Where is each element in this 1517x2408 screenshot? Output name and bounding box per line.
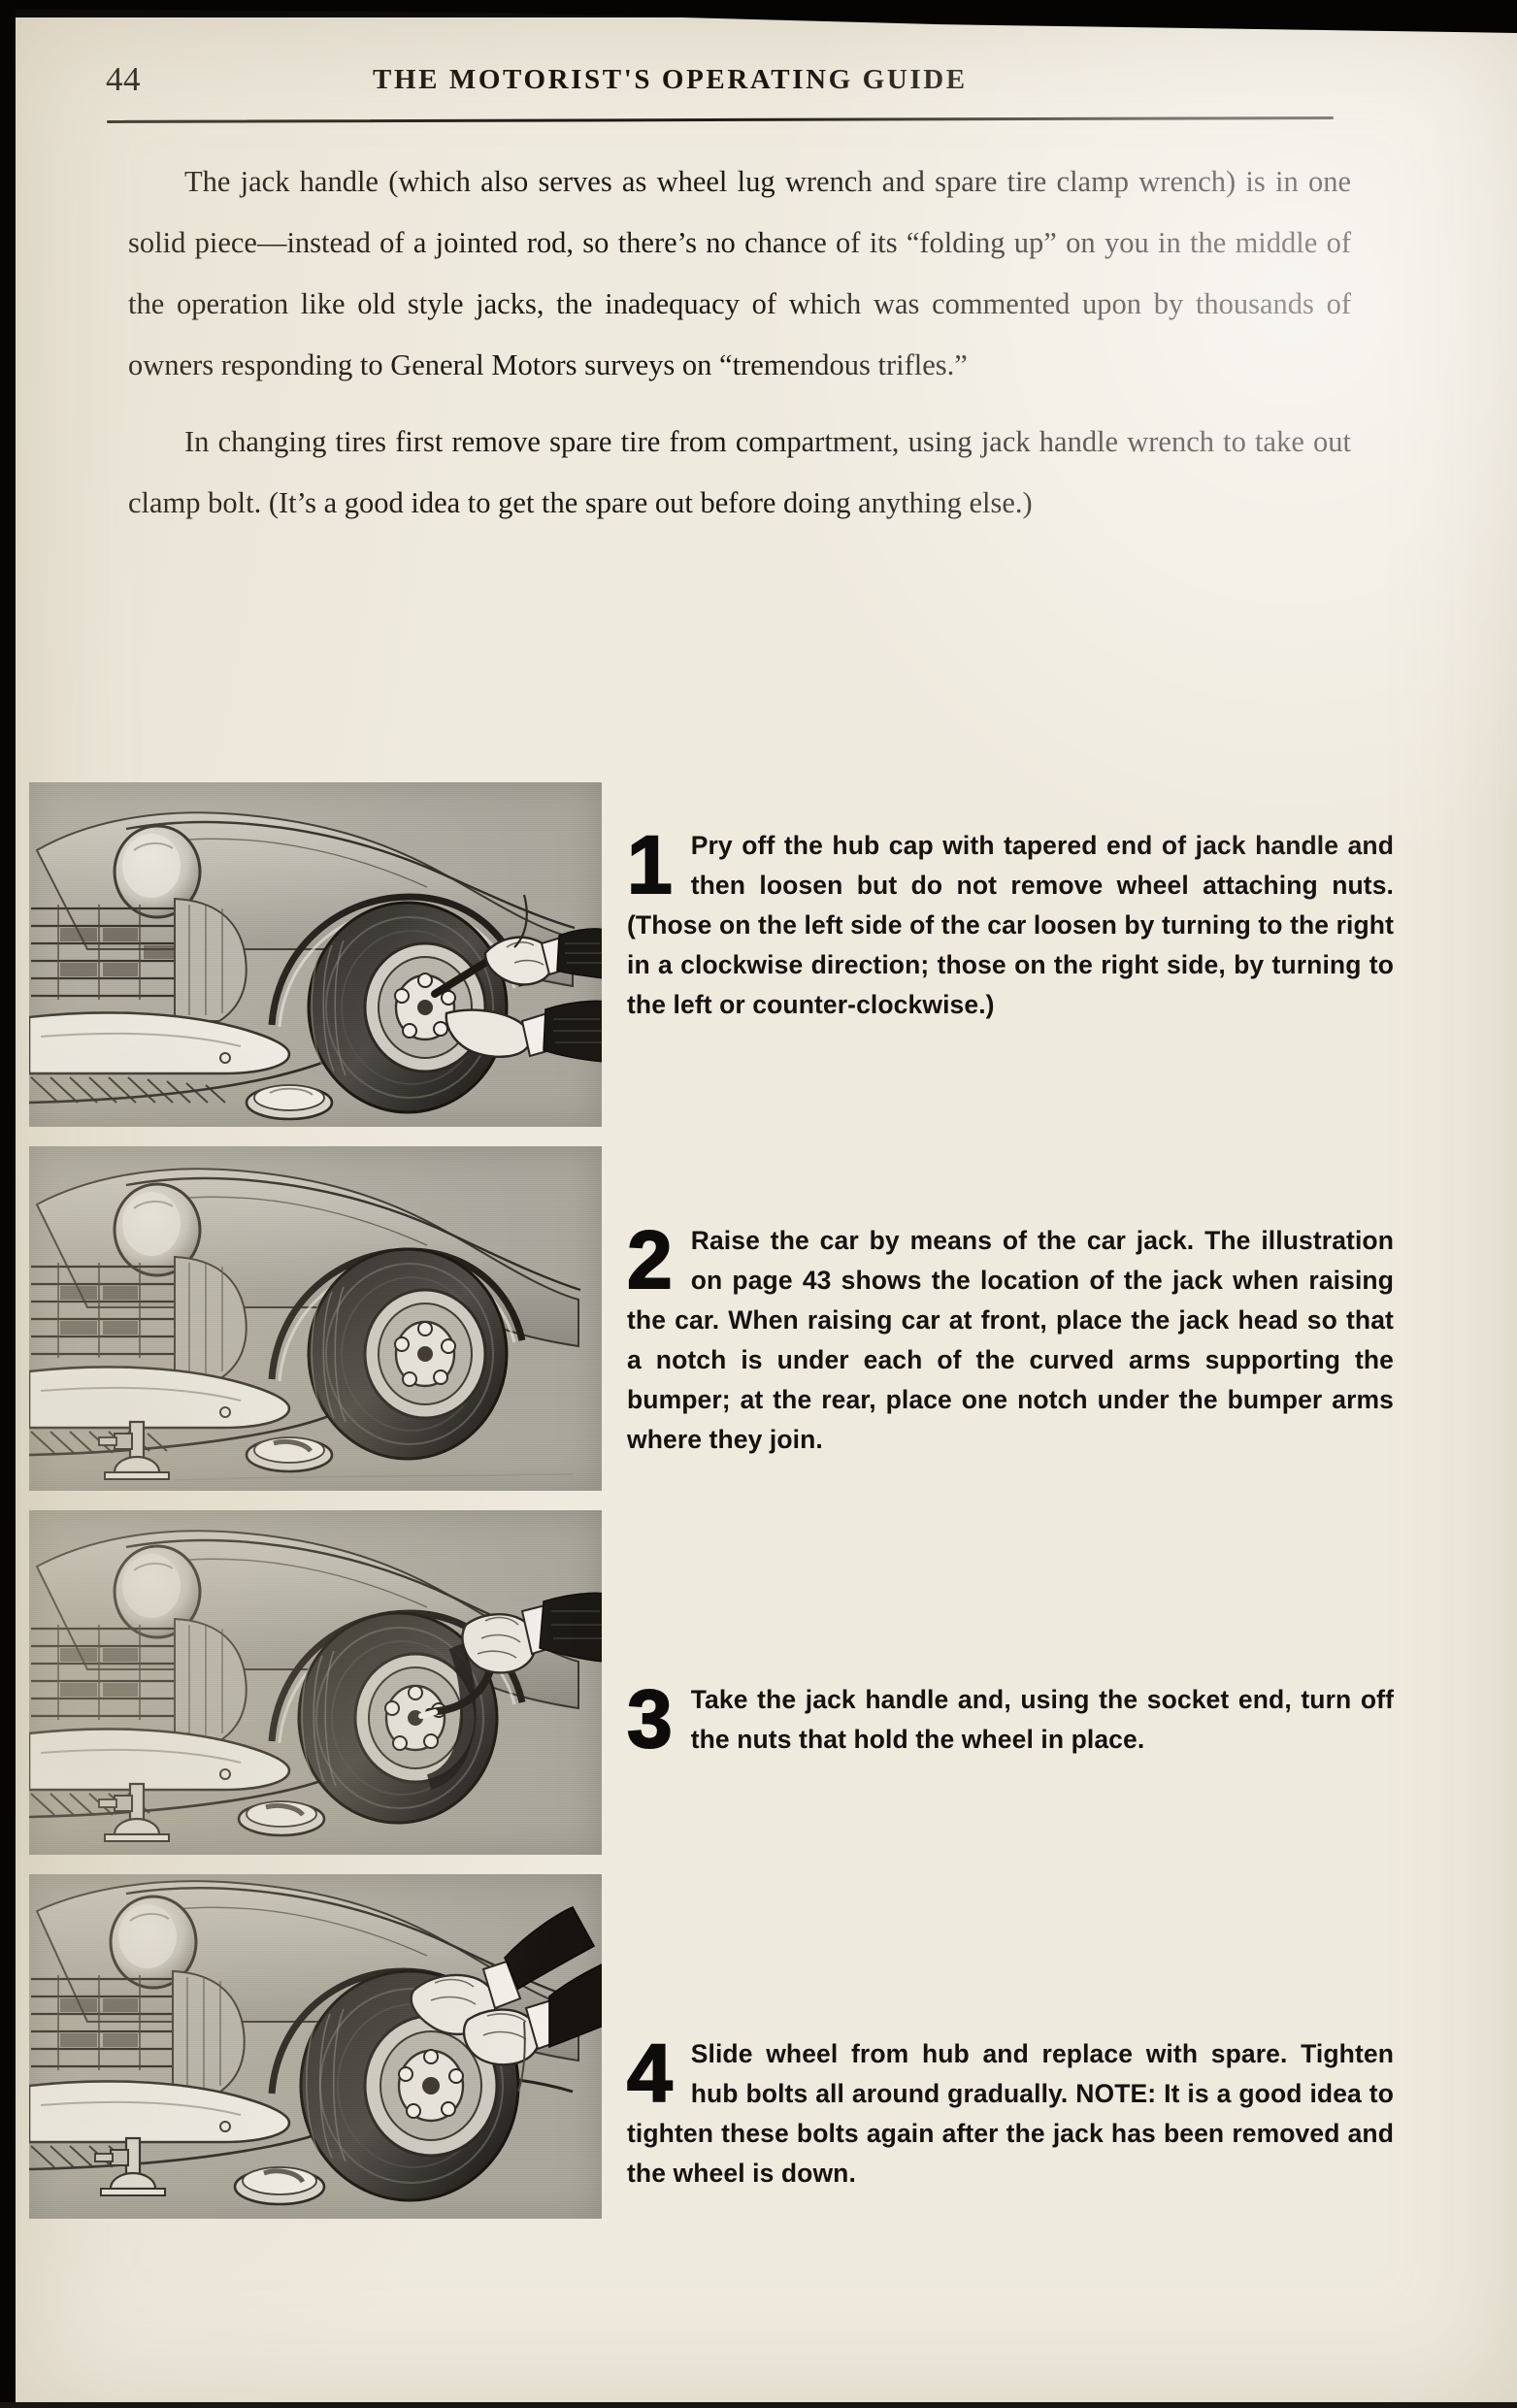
- car-socket-wrench-drawing: [29, 1530, 602, 1842]
- body-paragraph-2: In changing tires first remove spare tir…: [128, 425, 1351, 519]
- illustration-column: [29, 782, 602, 2219]
- running-head-text: THE MOTORIST'S OPERATING GUIDE: [373, 64, 968, 95]
- illustration-panel-3: [29, 1510, 602, 1855]
- scan-edge-bottom: [0, 2402, 1517, 2408]
- step-4: 4 Slide wheel from hub and replace with …: [626, 2028, 1394, 2194]
- car-slide-wheel-drawing: [29, 1880, 602, 2206]
- jack-icon: [98, 1420, 170, 1480]
- car-on-jack-drawing: [29, 1168, 581, 1481]
- page-number: 44: [106, 60, 141, 98]
- car-hubcap-pry-drawing: [29, 811, 602, 1121]
- jack-icon: [98, 1782, 170, 1842]
- step-2: 2 Raise the car by means of the car jack…: [626, 1214, 1394, 1460]
- step-1: 1 Pry off the hub cap with tapered end o…: [626, 819, 1394, 1025]
- step-2-text: Raise the car by means of the car jack. …: [627, 1226, 1394, 1454]
- step-3-text: Take the jack handle and, using the sock…: [690, 1685, 1394, 1754]
- step-1-number: 1: [626, 819, 674, 910]
- page-sheet: 44 THE MOTORIST'S OPERATING GUIDE The ja…: [14, 17, 1517, 2408]
- step-1-text: Pry off the hub cap with tapered end of …: [627, 831, 1394, 1019]
- running-head: 44 THE MOTORIST'S OPERATING GUIDE: [14, 60, 1450, 128]
- step-3-number: 3: [626, 1673, 674, 1765]
- scan-edge-left: [0, 0, 16, 2408]
- step-2-number: 2: [626, 1214, 674, 1305]
- header-rule: [106, 116, 1335, 123]
- body-paragraph-1: The jack handle (which also serves as wh…: [128, 165, 1351, 381]
- illustration-panel-2: [29, 1146, 602, 1491]
- jack-icon: [94, 2136, 166, 2196]
- illustration-panel-1: [29, 782, 602, 1127]
- running-head-title: THE MOTORIST'S OPERATING GUIDE: [373, 64, 968, 96]
- step-4-text: Slide wheel from hub and replace with sp…: [627, 2039, 1394, 2188]
- step-4-number: 4: [626, 2028, 674, 2119]
- body-text: The jack handle (which also serves as wh…: [128, 151, 1351, 534]
- step-3: 3 Take the jack handle and, using the so…: [626, 1673, 1394, 1765]
- illustration-panel-4: [29, 1874, 602, 2219]
